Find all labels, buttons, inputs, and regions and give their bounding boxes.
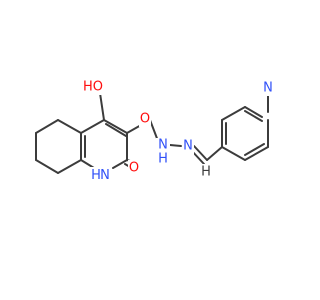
bond-py-7	[221, 146, 246, 161]
bond-py-3-double	[244, 110, 263, 122]
bond-c4a-c5	[57, 119, 82, 134]
atom-amide-oxygen: O	[139, 111, 151, 127]
bond-c2-n1	[112, 159, 128, 169]
imine-ch-h-label: H	[201, 165, 211, 180]
hydrazide-nh-n-label: N	[158, 138, 168, 153]
bond-c3-c4	[35, 159, 59, 174]
bond-c4a-c4	[80, 119, 105, 134]
atom-ring-nh: HN	[90, 167, 112, 183]
atom-imine-n: N	[182, 139, 194, 155]
imine-n-label: N	[183, 139, 193, 154]
bond-lines	[35, 92, 269, 174]
bond-py-3	[244, 106, 263, 118]
bond-n-c	[193, 145, 208, 161]
bond-c4-c3-double	[105, 123, 127, 137]
ring-nh-label: HN	[91, 168, 110, 183]
hydrazide-nh-h-label: H	[158, 152, 168, 167]
bond-py-6-double	[244, 143, 265, 156]
bond-c4-oh	[99, 92, 105, 121]
pyridine-n-label: N	[263, 81, 273, 96]
amide-oxygen-label: O	[140, 112, 150, 127]
atom-lactam-oxygen: O	[128, 160, 140, 176]
atom-hydroxyl: HO	[82, 79, 106, 95]
bond-c1-c2	[35, 119, 59, 134]
bond-camide-n	[149, 119, 159, 142]
atom-imine-ch-h: H	[200, 164, 212, 180]
bond-c-pyridine	[206, 146, 223, 161]
hydroxyl-label: HO	[83, 80, 103, 95]
bond-c4-c8a	[57, 159, 82, 174]
bond-n-n	[169, 144, 182, 147]
bond-py-2	[221, 106, 246, 121]
chemical-structure: HO O N H N H N O HN	[35, 79, 274, 183]
bond-c4-c3	[103, 119, 128, 134]
atom-hydrazide-nh: N H	[156, 138, 170, 167]
bond-c8a-n1	[80, 159, 95, 169]
atom-pyridine-n: N	[262, 80, 274, 96]
lactam-oxygen-label: O	[129, 161, 139, 176]
bond-py-6	[244, 146, 269, 161]
